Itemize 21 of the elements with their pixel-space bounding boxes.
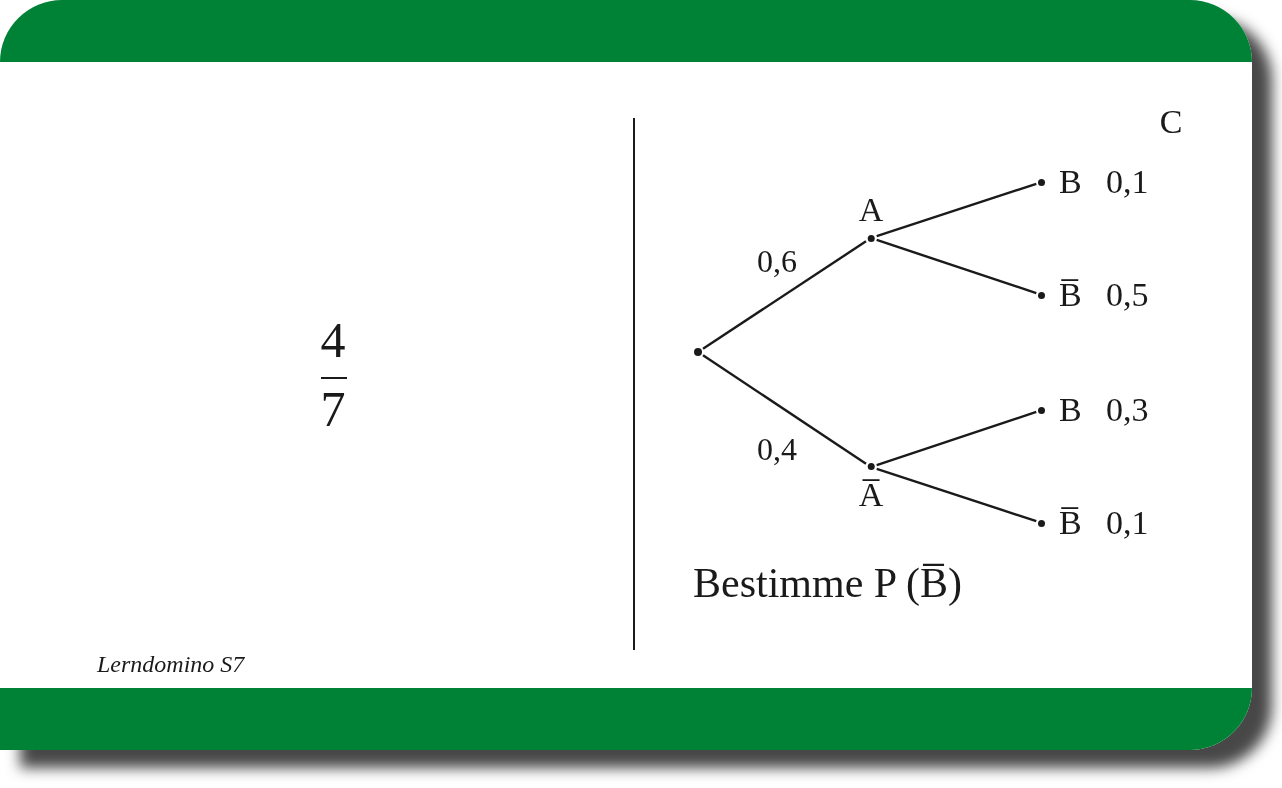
task-text: Bestimme P (B̅)	[693, 562, 963, 604]
fraction-denominator: 7	[320, 384, 346, 434]
probability-value: 0,3	[1106, 393, 1149, 427]
tree-branch	[876, 467, 1037, 523]
probability-value: 0,1	[1106, 165, 1149, 199]
tree-branch	[876, 182, 1037, 238]
probability-value: 0,1	[1106, 506, 1149, 540]
tree-branch	[702, 354, 867, 465]
event-label: B̅	[1059, 278, 1082, 312]
tree-branch	[876, 238, 1037, 295]
event-label: B	[1059, 165, 1082, 199]
event-label: B̅	[1059, 506, 1082, 540]
event-label: A	[858, 193, 884, 227]
tree-branch	[876, 410, 1037, 467]
series-label: Lerndomino S7	[97, 652, 245, 676]
event-label: B	[1059, 393, 1082, 427]
card-letter: C	[1159, 105, 1183, 139]
fraction-numerator: 4	[320, 315, 346, 365]
tree-branch	[702, 240, 867, 350]
probability-value: 0,5	[1106, 278, 1149, 312]
event-label: A̅	[858, 478, 884, 512]
